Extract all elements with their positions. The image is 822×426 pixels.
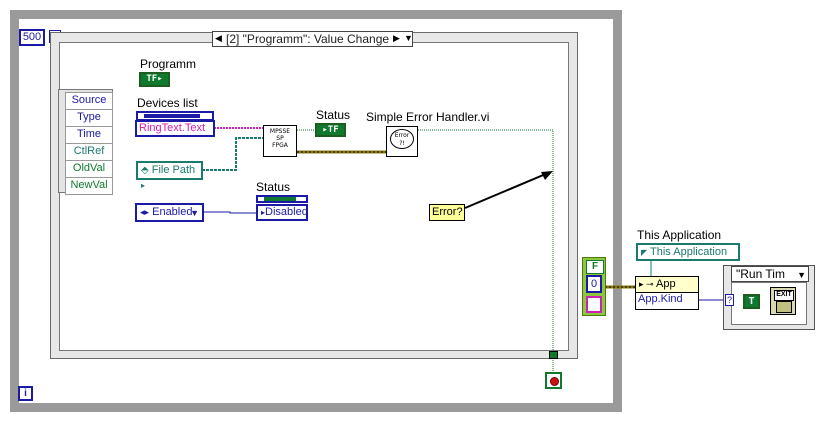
- subvi-line-3: FPGA: [272, 142, 288, 149]
- iteration-terminal: i: [18, 386, 33, 401]
- case-runtime-label: "Run Tim: [736, 267, 785, 281]
- exit-function[interactable]: EXIT: [770, 287, 796, 315]
- status-terminal-2[interactable]: [256, 195, 308, 203]
- selector-right-arrow[interactable]: ▶: [393, 33, 400, 43]
- error-handler-subvi[interactable]: Error?!: [386, 126, 418, 157]
- file-path-wire[interactable]: [202, 137, 263, 171]
- timeout-value: 500: [22, 31, 42, 43]
- property-app-kind[interactable]: App.Kind: [638, 293, 683, 305]
- file-path-value: File Path: [151, 164, 196, 176]
- case-runtime-selector[interactable]: "Run Tim ▼: [731, 266, 809, 282]
- enabled-value: Enabled: [152, 206, 193, 218]
- chevron-down-icon: ▼: [190, 208, 199, 218]
- this-app-value: This Application: [650, 246, 728, 258]
- stop-icon: [550, 377, 559, 386]
- error-handler-label: Simple Error Handler.vi: [366, 110, 490, 124]
- comment-arrow: [464, 172, 549, 209]
- subvi-line-1: MPSSE: [269, 128, 291, 135]
- enabled-enum-constant[interactable]: ◂▸ Enabled ▼: [135, 203, 204, 222]
- status-disabled-value: Disabled: [265, 206, 308, 218]
- devices-list-property[interactable]: RingText.Text: [135, 120, 215, 137]
- status-label-2: Status: [256, 180, 291, 194]
- property-node-header: App: [656, 278, 676, 290]
- event-case-selector[interactable]: ◀ [2] "Programm": Value Change ▶ ▼: [212, 31, 413, 47]
- enabled-wire[interactable]: [204, 211, 256, 214]
- stop-terminal[interactable]: [545, 372, 562, 389]
- exit-icon-label: EXIT: [774, 290, 794, 301]
- case-string-indicator: [586, 296, 602, 313]
- stop-wire[interactable]: [418, 129, 554, 352]
- timeout-constant[interactable]: 500: [19, 29, 45, 46]
- status-terminal-1[interactable]: ▸TF: [315, 123, 346, 137]
- file-path-terminal[interactable]: ⬘ File Path ▸: [136, 161, 203, 190]
- error-speech-bubble-icon: Error?!: [390, 129, 414, 149]
- programm-label: Programm: [140, 57, 197, 71]
- this-app-label: This Application: [637, 228, 722, 242]
- subvi-line-2: SP: [276, 135, 284, 142]
- devices-list-value: RingText.Text: [139, 122, 206, 134]
- app-property-node[interactable]: ▸ ⊸ App App.Kind: [635, 276, 699, 310]
- selector-left-arrow[interactable]: ◀: [215, 33, 222, 43]
- programm-terminal[interactable]: TF▸: [139, 72, 170, 87]
- mpsse-subvi[interactable]: MPSSE SP FPGA: [263, 125, 297, 157]
- stop-tunnel: [549, 351, 558, 359]
- selector-dropdown-arrow[interactable]: ▼: [404, 33, 413, 43]
- property-node-icon: ▸ ⊸: [639, 279, 654, 289]
- case-f-label: F: [586, 260, 604, 274]
- status-disabled-property[interactable]: ▸Disabled: [256, 204, 308, 221]
- event-data-node[interactable]: Source Type Time CtlRef OldVal NewVal: [58, 89, 113, 195]
- true-constant[interactable]: T: [743, 294, 760, 309]
- case-structure-small[interactable]: F 0: [582, 257, 606, 316]
- chevron-down-icon[interactable]: ▼: [797, 270, 806, 280]
- this-app-constant[interactable]: ◤ This Application: [636, 243, 740, 261]
- event-data-newval[interactable]: NewVal: [65, 177, 113, 195]
- event-data-source[interactable]: Source: [65, 92, 113, 110]
- case-selector-terminal[interactable]: ?: [725, 294, 734, 306]
- event-case-diagram: [59, 42, 569, 351]
- error-comment[interactable]: Error?: [429, 204, 465, 221]
- exit-icon: [776, 301, 792, 313]
- selector-label: [2] "Programm": Value Change: [226, 32, 390, 46]
- file-path-icon: ⬘: [141, 165, 149, 176]
- status-label-1: Status: [316, 108, 351, 122]
- devices-list-label: Devices list: [137, 96, 198, 110]
- case-0-label: 0: [586, 275, 602, 293]
